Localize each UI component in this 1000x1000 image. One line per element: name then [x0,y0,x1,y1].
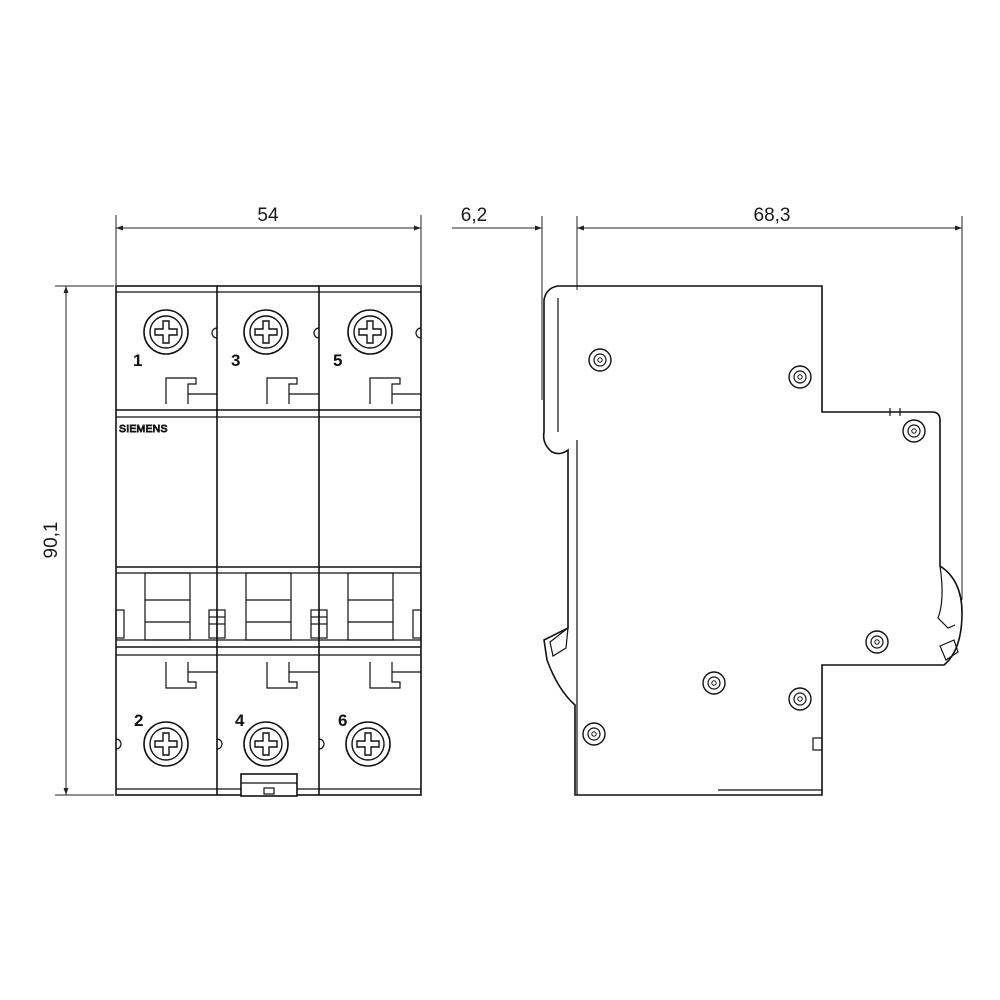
rivet-icon [788,365,812,389]
terminal-number-bottom: 6 [338,711,347,730]
terminal-screw-icon [243,309,289,355]
dimension-depth-total: 68,3 [577,205,963,600]
dimension-height: 90,1 [41,285,114,796]
terminal-number-bottom: 4 [235,711,245,730]
rivet-icon [588,348,612,372]
dimension-front-width: 54 [115,205,422,285]
rivet-icon [865,630,889,654]
rivet-icon [702,671,726,695]
dimension-depth-total-label: 68,3 [754,205,791,226]
dimension-depth-front-label: 6,2 [461,205,487,226]
terminal-screw-icon [345,721,391,767]
rivet-icon [788,687,812,711]
dimension-front-width-label: 54 [257,205,279,226]
rivet-icon [902,419,926,443]
dimension-depth-front: 6,2 [452,205,578,400]
front-view: 1 3 5 SIEMENS [115,285,422,797]
terminal-number-top: 1 [133,351,142,370]
terminal-number-top: 3 [231,351,240,370]
toggle-handles [115,572,422,641]
terminal-screw-icon [347,309,393,355]
side-view [542,285,963,796]
terminal-screw-icon [143,721,189,767]
terminal-screw-icon [243,721,289,767]
terminal-number-bottom: 2 [134,711,143,730]
brand-logo: SIEMENS [119,423,168,435]
terminal-number-top: 5 [333,351,342,370]
terminal-screw-icon [143,309,189,355]
dimension-height-label: 90,1 [41,522,62,559]
din-clip-tab [240,773,298,797]
rivet-icon [582,722,606,746]
